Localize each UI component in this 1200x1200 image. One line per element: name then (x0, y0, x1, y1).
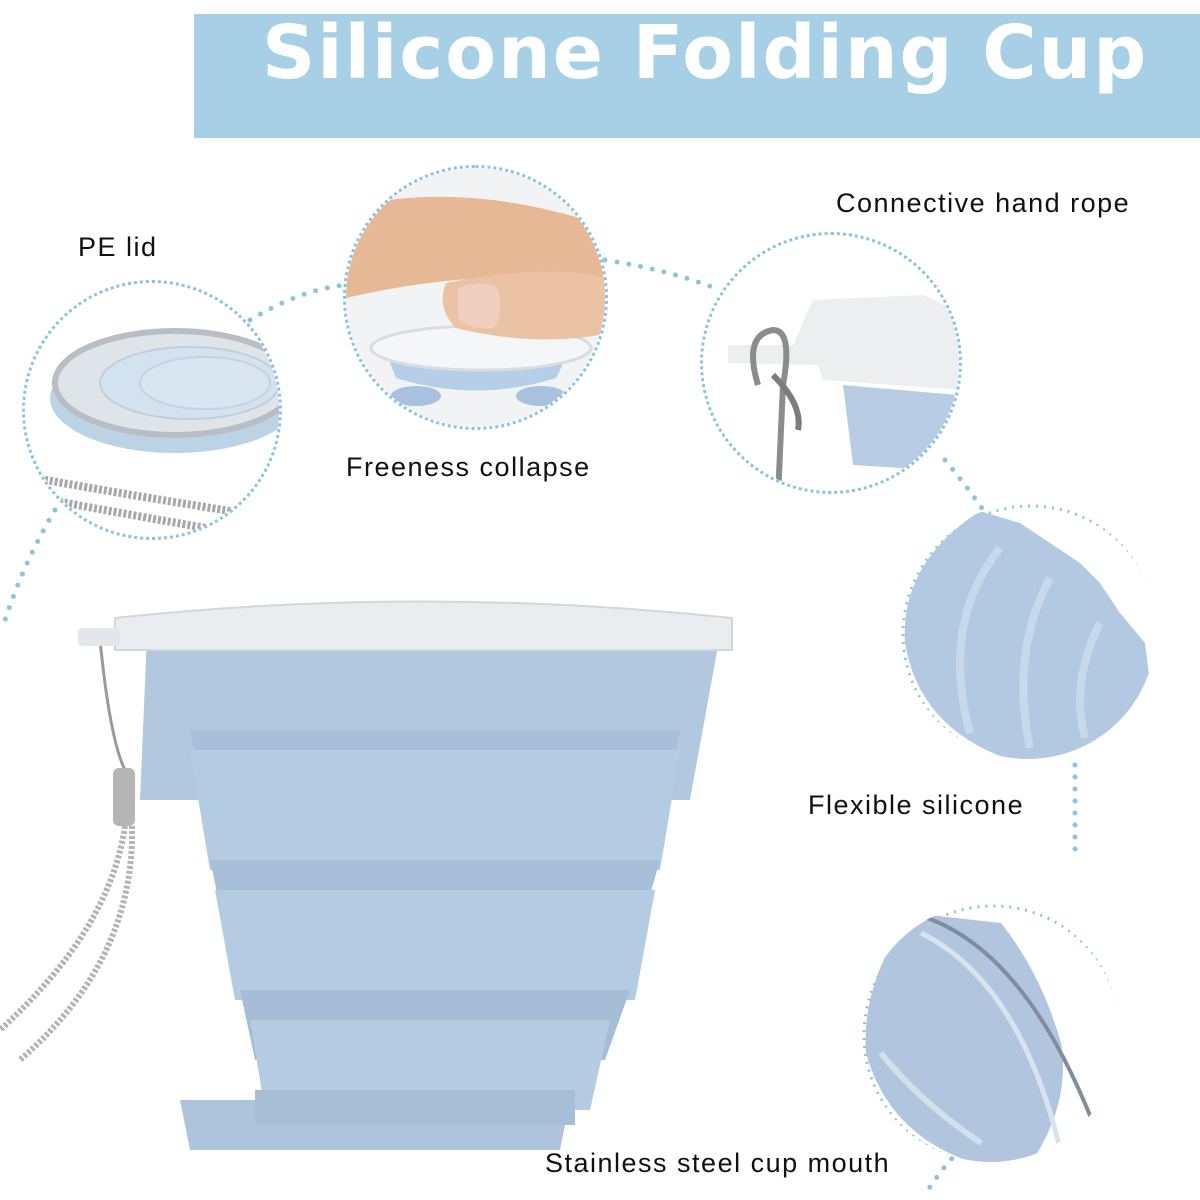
silicone-ribs-icon (901, 504, 1156, 759)
feature-label-pe-lid: PE lid (78, 232, 158, 262)
rope-detail-image (700, 232, 962, 494)
lid-shape (114, 600, 733, 651)
page-title: Silicone Folding Cup (262, 10, 1149, 96)
lid-icon (34, 328, 279, 537)
feature-label-cup-mouth: Stainless steel cup mouth (545, 1148, 891, 1178)
title-banner (194, 14, 1200, 138)
feature-label-freeness-collapse: Freeness collapse (346, 452, 591, 482)
rope-icon (728, 295, 959, 491)
silicone-detail-image (897, 500, 1159, 762)
pe-lid-detail-image (22, 280, 282, 540)
feature-label-flexible-silicone: Flexible silicone (808, 790, 1025, 820)
feature-label-hand-rope: Connective hand rope (836, 188, 1131, 218)
lanyard-clip-icon (113, 768, 135, 826)
collapse-detail-image (343, 165, 608, 430)
cup-mouth-detail-image (858, 900, 1123, 1165)
cup-mouth-icon (862, 904, 1120, 1162)
folding-cup-product-image (0, 600, 733, 1150)
hand-collapse-icon (346, 168, 605, 427)
